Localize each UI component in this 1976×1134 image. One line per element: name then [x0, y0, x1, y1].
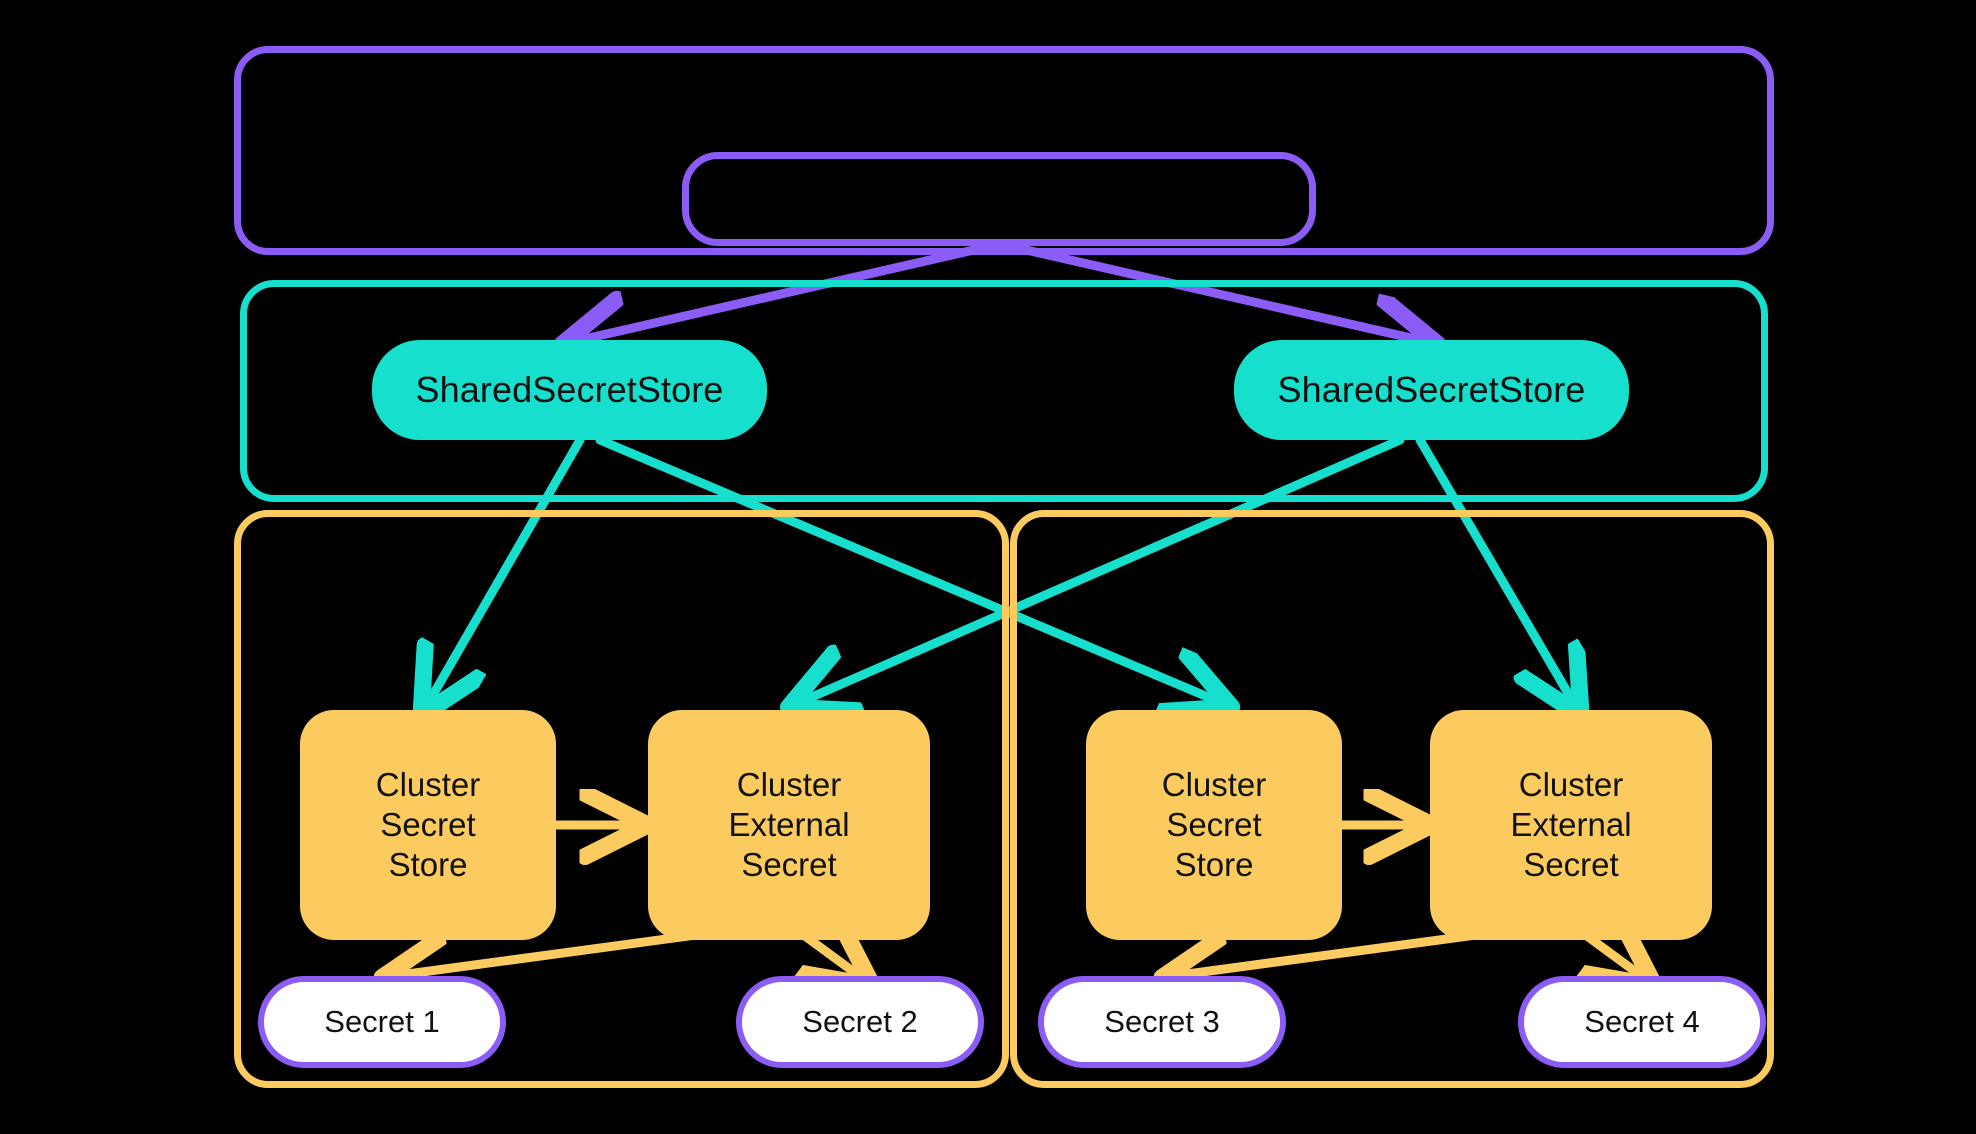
group-operator-scope: [234, 46, 1774, 255]
group-cluster-left: [234, 510, 1009, 1088]
edge-operator-to-shared-store-right: [995, 239, 1420, 340]
edge-shared-right-to-cluster-external-secret-right: [1415, 435, 1572, 700]
edge-shared-right-to-cluster-external-secret-left: [805, 435, 1405, 700]
group-shared-scope: [240, 280, 1768, 502]
edge-shared-left-to-cluster-secret-store-left: [430, 435, 585, 700]
node-shared-secret-store-right[interactable]: SharedSecretStore: [1234, 340, 1629, 440]
node-secret-1[interactable]: Secret 1: [258, 976, 506, 1068]
node-secret-3[interactable]: Secret 3: [1038, 976, 1286, 1068]
node-shared-secret-store-left[interactable]: SharedSecretStore: [372, 340, 767, 440]
cluster-secret-store-left-label: Cluster Secret Store: [375, 765, 481, 884]
edge-shared-left-to-cluster-secret-store-right: [595, 435, 1215, 700]
node-secret-2[interactable]: Secret 2: [736, 976, 984, 1068]
cluster-external-secret-right-label: Cluster External Secret: [1510, 765, 1632, 884]
cluster-secret-store-right-label: Cluster Secret Store: [1161, 765, 1267, 884]
node-secret-4[interactable]: Secret 4: [1518, 976, 1766, 1068]
group-cluster-right: [1010, 510, 1774, 1088]
node-cluster-secret-store-left[interactable]: Cluster Secret Store: [300, 710, 556, 940]
node-cluster-external-secret-left[interactable]: Cluster External Secret: [648, 710, 930, 940]
edge-operator-to-shared-store-left: [580, 239, 1005, 340]
operator-pill[interactable]: [682, 152, 1316, 246]
secret-1-label: Secret 1: [324, 1004, 440, 1040]
secret-3-label: Secret 3: [1104, 1004, 1220, 1040]
cluster-external-secret-left-label: Cluster External Secret: [728, 765, 850, 884]
shared-secret-store-left-label: SharedSecretStore: [415, 369, 724, 411]
node-cluster-secret-store-right[interactable]: Cluster Secret Store: [1086, 710, 1342, 940]
secret-2-label: Secret 2: [802, 1004, 918, 1040]
shared-secret-store-right-label: SharedSecretStore: [1277, 369, 1586, 411]
node-cluster-external-secret-right[interactable]: Cluster External Secret: [1430, 710, 1712, 940]
secret-4-label: Secret 4: [1584, 1004, 1700, 1040]
